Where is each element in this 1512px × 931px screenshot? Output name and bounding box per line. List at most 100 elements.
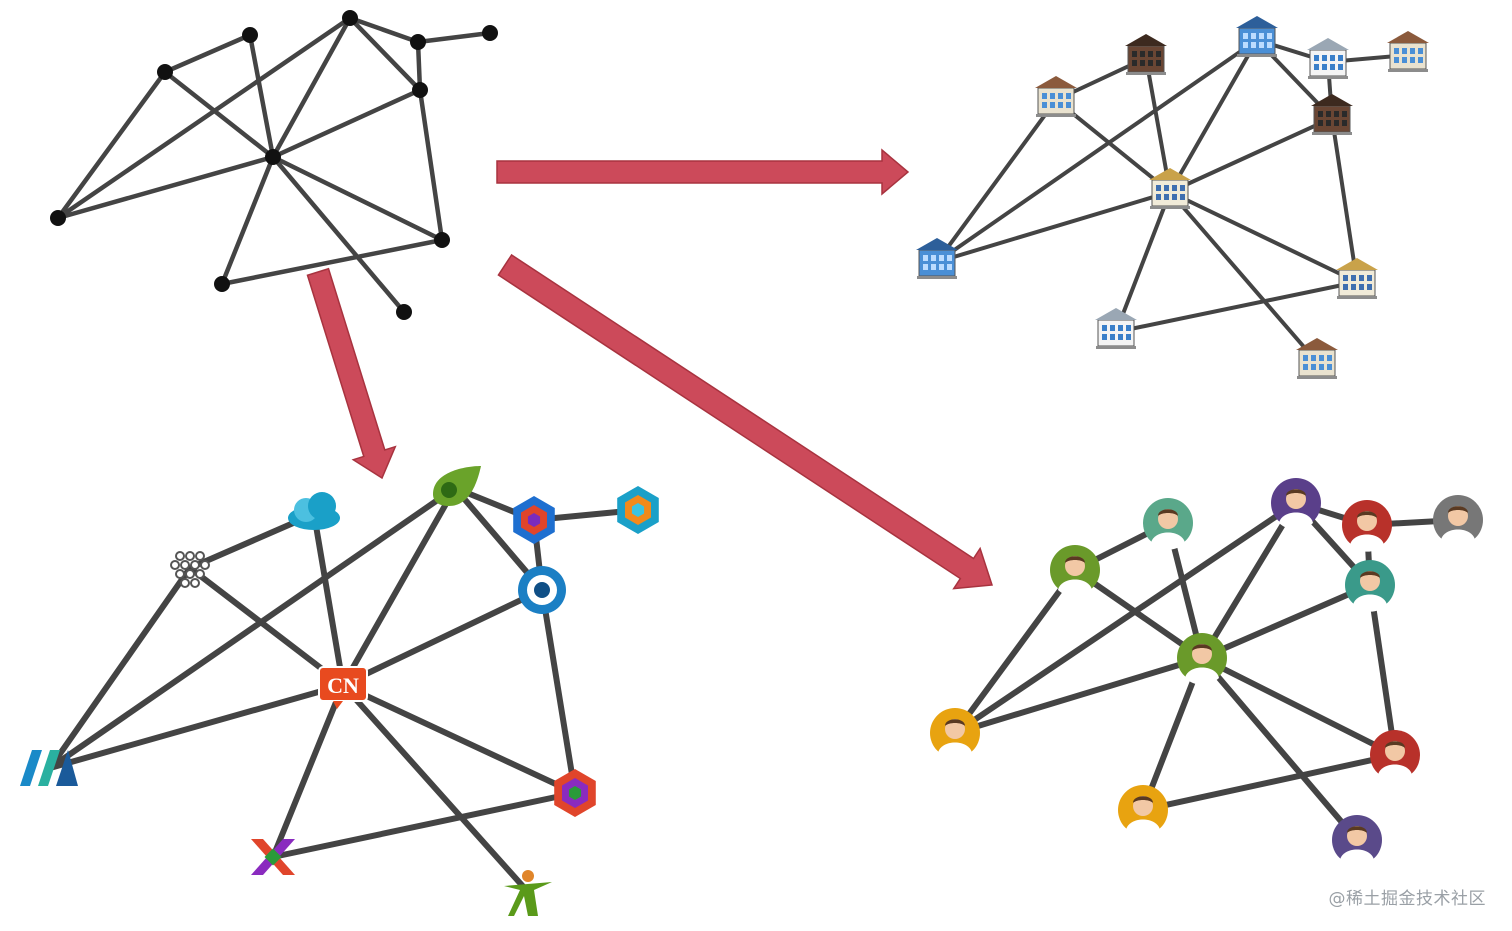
- watermark: @稀土掘金技术社区: [1328, 889, 1486, 909]
- edge: [270, 790, 578, 860]
- edge: [1330, 116, 1359, 284]
- center-logo-text: CN: [327, 673, 359, 698]
- edge: [1367, 582, 1398, 758]
- edge: [1168, 190, 1319, 364]
- edge: [1168, 190, 1359, 284]
- edge: [311, 511, 346, 688]
- edge: [347, 15, 421, 45]
- edge: [1140, 655, 1205, 813]
- building-icon: [1035, 76, 1077, 117]
- edge: [1144, 56, 1172, 194]
- network-node: [242, 27, 258, 43]
- arrow-to-people: [497, 253, 994, 590]
- edge: [270, 682, 346, 860]
- person-avatar-icon: [1050, 545, 1100, 597]
- edge: [47, 682, 346, 771]
- edge: [952, 655, 1205, 736]
- network-node: [50, 210, 66, 226]
- brand-logo-icon: [518, 566, 566, 614]
- brand-logo-icon: [288, 492, 340, 530]
- edge: [270, 154, 407, 315]
- edge: [55, 15, 353, 221]
- abstract-edges: [55, 15, 493, 315]
- people-nodes: [930, 478, 1483, 867]
- edge: [935, 98, 1058, 264]
- brand-logo-icon: [513, 496, 555, 544]
- edge: [162, 69, 276, 160]
- edge: [270, 87, 423, 160]
- edge: [270, 154, 445, 243]
- buildings-nodes: [916, 16, 1429, 379]
- edge: [55, 69, 168, 221]
- person-avatar-icon: [1342, 500, 1392, 552]
- edge: [347, 15, 423, 93]
- edge: [417, 87, 445, 243]
- brand-logo-icon: [170, 551, 210, 588]
- edge: [219, 237, 445, 287]
- edge: [219, 154, 276, 287]
- edge: [340, 587, 545, 688]
- brand-logo-icon: [554, 769, 596, 817]
- edge: [47, 565, 193, 771]
- edge: [1072, 567, 1205, 661]
- building-icon: [1307, 38, 1349, 79]
- building-icon: [916, 238, 958, 279]
- edge: [1168, 38, 1259, 194]
- arrow-to-logos: [306, 267, 397, 480]
- network-node: [265, 149, 281, 165]
- edge: [935, 38, 1259, 264]
- network-node: [434, 232, 450, 248]
- edge: [340, 682, 578, 796]
- edge: [1168, 116, 1334, 194]
- edge: [340, 485, 458, 688]
- edge: [415, 30, 493, 45]
- edge: [162, 32, 253, 75]
- building-icon: [1125, 34, 1167, 75]
- brand-logo-icon: [504, 870, 552, 916]
- person-avatar-icon: [1271, 478, 1321, 530]
- edge: [1199, 655, 1360, 843]
- edge: [1199, 655, 1398, 758]
- building-icon: [1336, 258, 1378, 299]
- arrows-layer: [306, 148, 994, 590]
- abstract-nodes: [50, 10, 498, 320]
- building-icon: [1311, 94, 1353, 135]
- arrow-to-buildings: [496, 148, 910, 196]
- network-node: [412, 82, 428, 98]
- edge: [415, 39, 423, 93]
- edge: [539, 587, 578, 796]
- person-avatar-icon: [1345, 560, 1395, 612]
- person-avatar-icon: [1332, 815, 1382, 867]
- edge: [47, 485, 458, 771]
- edge: [1114, 280, 1359, 334]
- network-node: [342, 10, 358, 26]
- edge: [952, 500, 1299, 736]
- person-avatar-icon: [1177, 633, 1227, 685]
- network-node: [214, 276, 230, 292]
- edge: [1199, 500, 1299, 661]
- building-icon: [1236, 16, 1278, 57]
- network-node: [410, 34, 426, 50]
- building-icon: [1387, 31, 1429, 72]
- edge: [1199, 582, 1373, 661]
- person-avatar-icon: [1433, 495, 1483, 547]
- person-avatar-icon: [1370, 730, 1420, 782]
- network-node: [482, 25, 498, 41]
- brand-logo-icon: [20, 750, 78, 786]
- edge: [247, 32, 276, 160]
- logos-nodes: CN: [20, 466, 659, 916]
- brand-logo-icon: [251, 839, 295, 875]
- edge: [935, 190, 1172, 264]
- edge: [55, 154, 276, 221]
- edge: [340, 682, 531, 895]
- edge: [270, 15, 353, 160]
- building-icon: [1296, 338, 1338, 379]
- building-icon: [1149, 168, 1191, 209]
- building-icon: [1095, 308, 1137, 349]
- nodes-layer: CN: [20, 10, 1483, 916]
- edge: [1114, 190, 1172, 334]
- brand-logo-icon: [433, 466, 481, 506]
- edge: [1140, 752, 1398, 813]
- network-node: [157, 64, 173, 80]
